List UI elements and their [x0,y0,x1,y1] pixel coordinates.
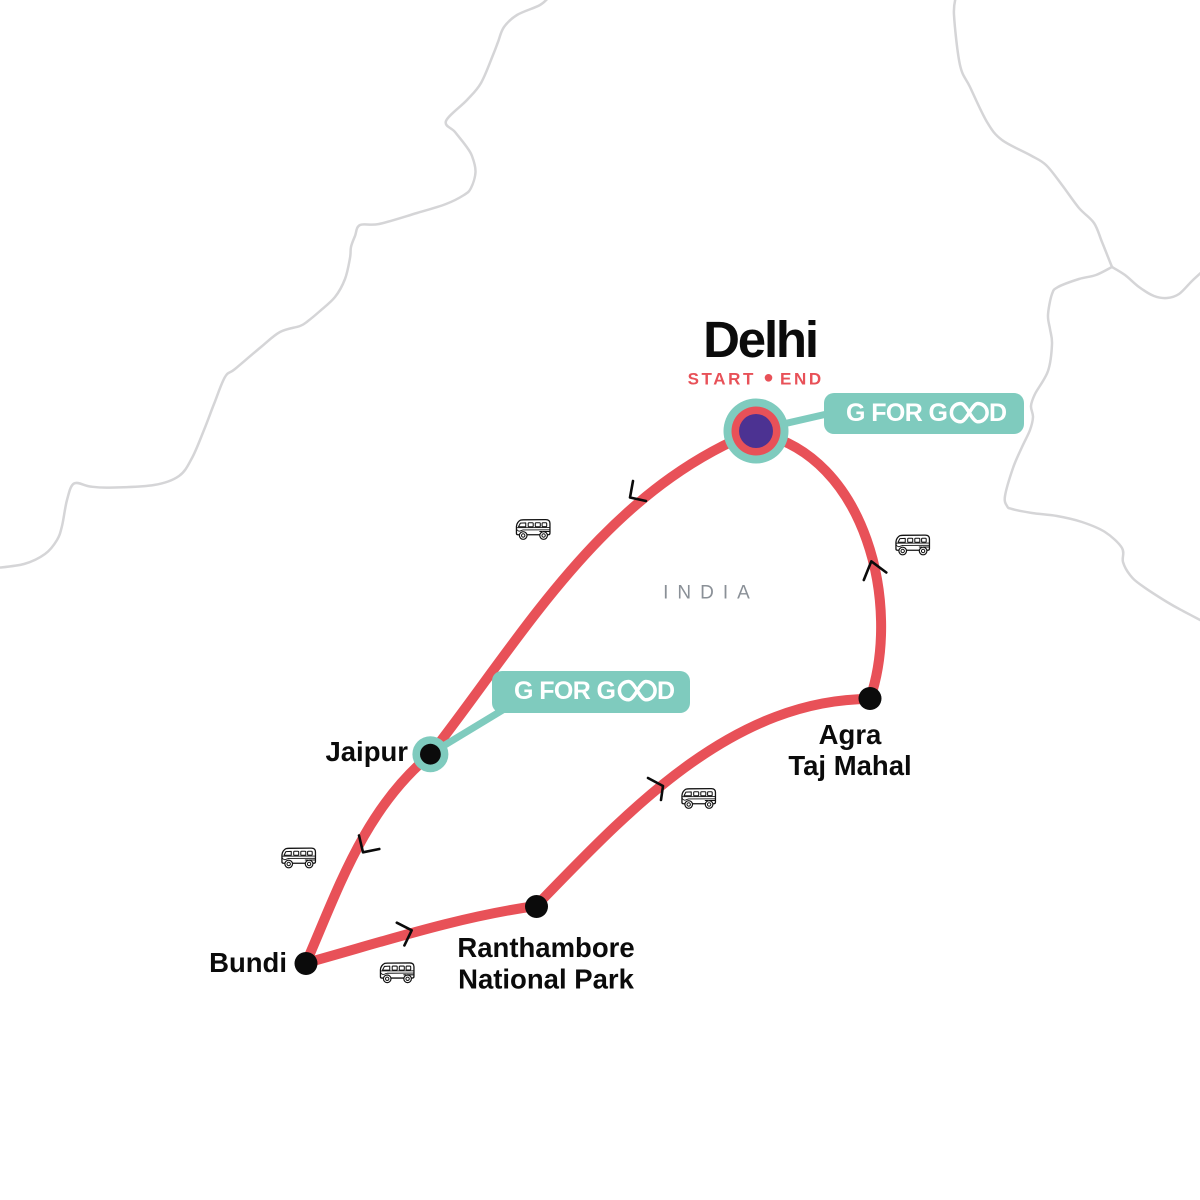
svg-text:G FOR G: G FOR G [846,399,947,427]
svg-text:Agra: Agra [819,719,882,750]
svg-text:D: D [989,399,1006,427]
svg-text:START: START [688,370,756,389]
svg-text:D: D [657,677,674,705]
svg-text:Delhi: Delhi [703,311,817,368]
svg-text:Bundi: Bundi [209,947,287,978]
svg-text:Jaipur: Jaipur [325,736,408,767]
svg-text:National Park: National Park [458,964,634,995]
svg-text:G FOR G: G FOR G [514,677,615,705]
svg-text:Ranthambore: Ranthambore [457,932,634,963]
svg-text:END: END [780,370,824,389]
svg-text:INDIA: INDIA [663,583,759,604]
svg-text:Taj Mahal: Taj Mahal [788,750,911,781]
